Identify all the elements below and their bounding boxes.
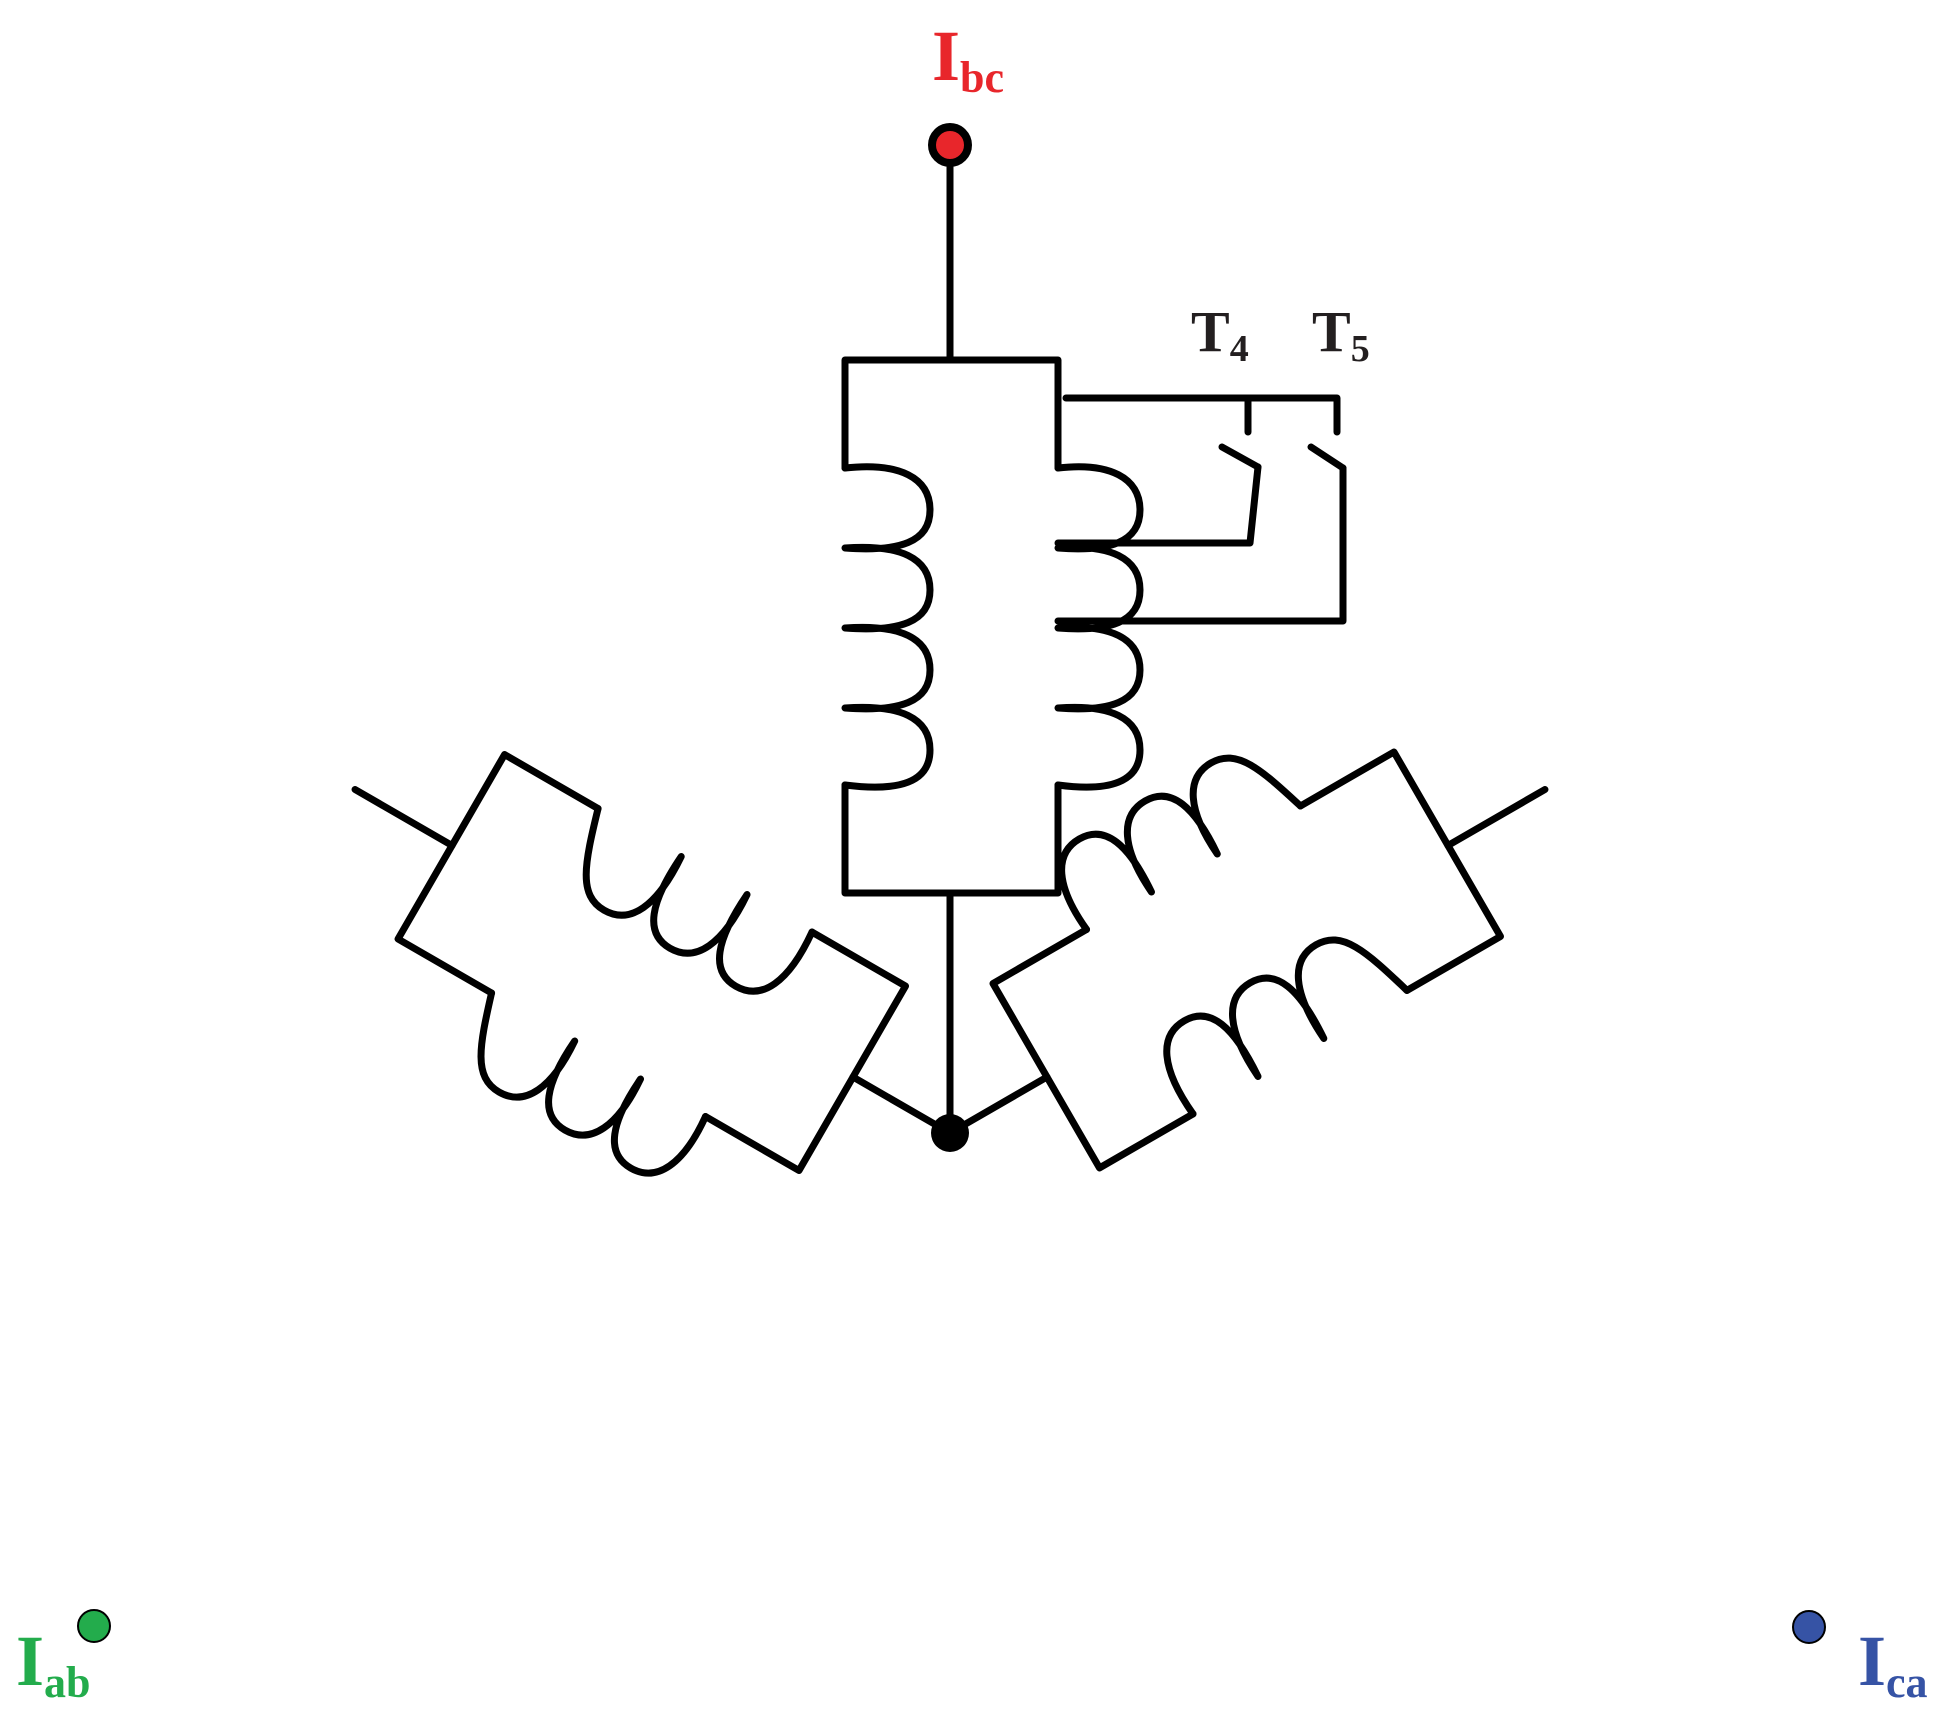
switch-t4-blade — [1218, 443, 1262, 471]
switch-t5-lead — [1054, 464, 1347, 625]
coil-ca-primary — [582, 805, 816, 995]
winding-frame-bc-top — [841, 356, 1062, 472]
terminal-label-bc: Ibc — [932, 16, 1004, 102]
leg-bc — [841, 144, 1144, 1137]
switch-t5-blade — [1307, 443, 1347, 472]
winding-frame-ca-top — [701, 928, 910, 1175]
leg-ca — [351, 751, 954, 1177]
tap-changer — [1054, 394, 1347, 625]
terminal-node-bc — [928, 123, 972, 167]
terminal-label-ca: Ica — [1858, 1621, 1928, 1707]
terminal-node-ab — [77, 1609, 111, 1643]
winding-frame-ca-bottom — [394, 751, 602, 997]
winding-frame-ab-bottom — [1296, 748, 1504, 994]
terminal-label-ab: Iab — [16, 1621, 91, 1707]
lead-ca — [351, 786, 456, 849]
coil-bc-secondary — [1054, 463, 1144, 791]
tap-label-t4: T4 — [1191, 299, 1249, 370]
lead-ab — [1444, 786, 1549, 849]
winding-frame-bc-bottom — [841, 781, 1062, 897]
coil-ab-secondary — [1058, 754, 1304, 933]
leg-ab — [946, 748, 1549, 1172]
coil-ab-primary — [1163, 936, 1411, 1118]
neutral-node — [931, 1114, 969, 1152]
coil-ca-secondary — [477, 989, 709, 1177]
coil-bc-primary — [841, 463, 934, 791]
winding-frame-ab-top — [989, 925, 1197, 1172]
tap-bus — [1062, 394, 1341, 436]
terminal-node-ca — [1792, 1610, 1826, 1644]
tap-label-t5: T5 — [1312, 299, 1370, 370]
switch-t4-lead — [1054, 463, 1262, 547]
